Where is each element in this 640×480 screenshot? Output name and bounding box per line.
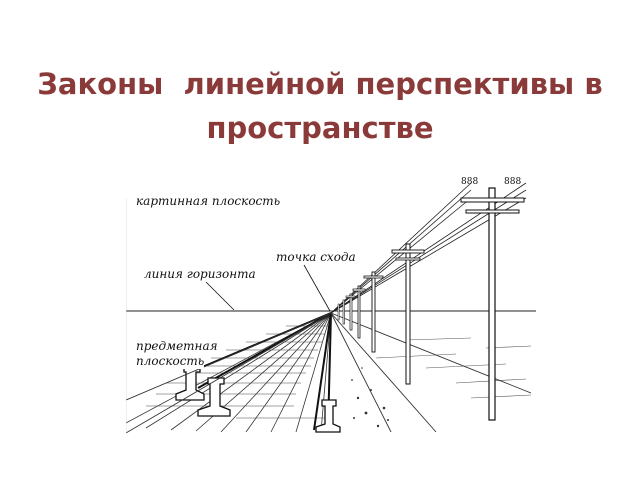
label-horizon-line: линия горизонта <box>144 267 256 282</box>
perspective-illustration: 888 888 картинная плоскость точка схода … <box>126 168 536 433</box>
label-object-plane-line-1: предметная <box>136 339 218 354</box>
ground-hatching <box>375 337 532 399</box>
slide-title: Законы линейной перспективы в пространст… <box>0 62 640 150</box>
label-vanishing-point: точка схода <box>276 250 356 265</box>
label-picture-plane: картинная плоскость <box>136 194 281 209</box>
slide-title-line-1: Законы линейной перспективы в <box>37 67 603 101</box>
gravel <box>351 367 389 428</box>
insulators-right-mark: 888 <box>504 177 522 187</box>
label-object-plane-line-2: плоскость <box>136 354 205 369</box>
railway-sleepers <box>126 312 332 433</box>
perspective-drawing <box>126 182 536 433</box>
slide-title-line-2: пространстве <box>206 111 434 145</box>
insulators-left-mark: 888 <box>461 177 479 187</box>
embankment <box>330 312 532 433</box>
telegraph-poles <box>337 187 525 421</box>
